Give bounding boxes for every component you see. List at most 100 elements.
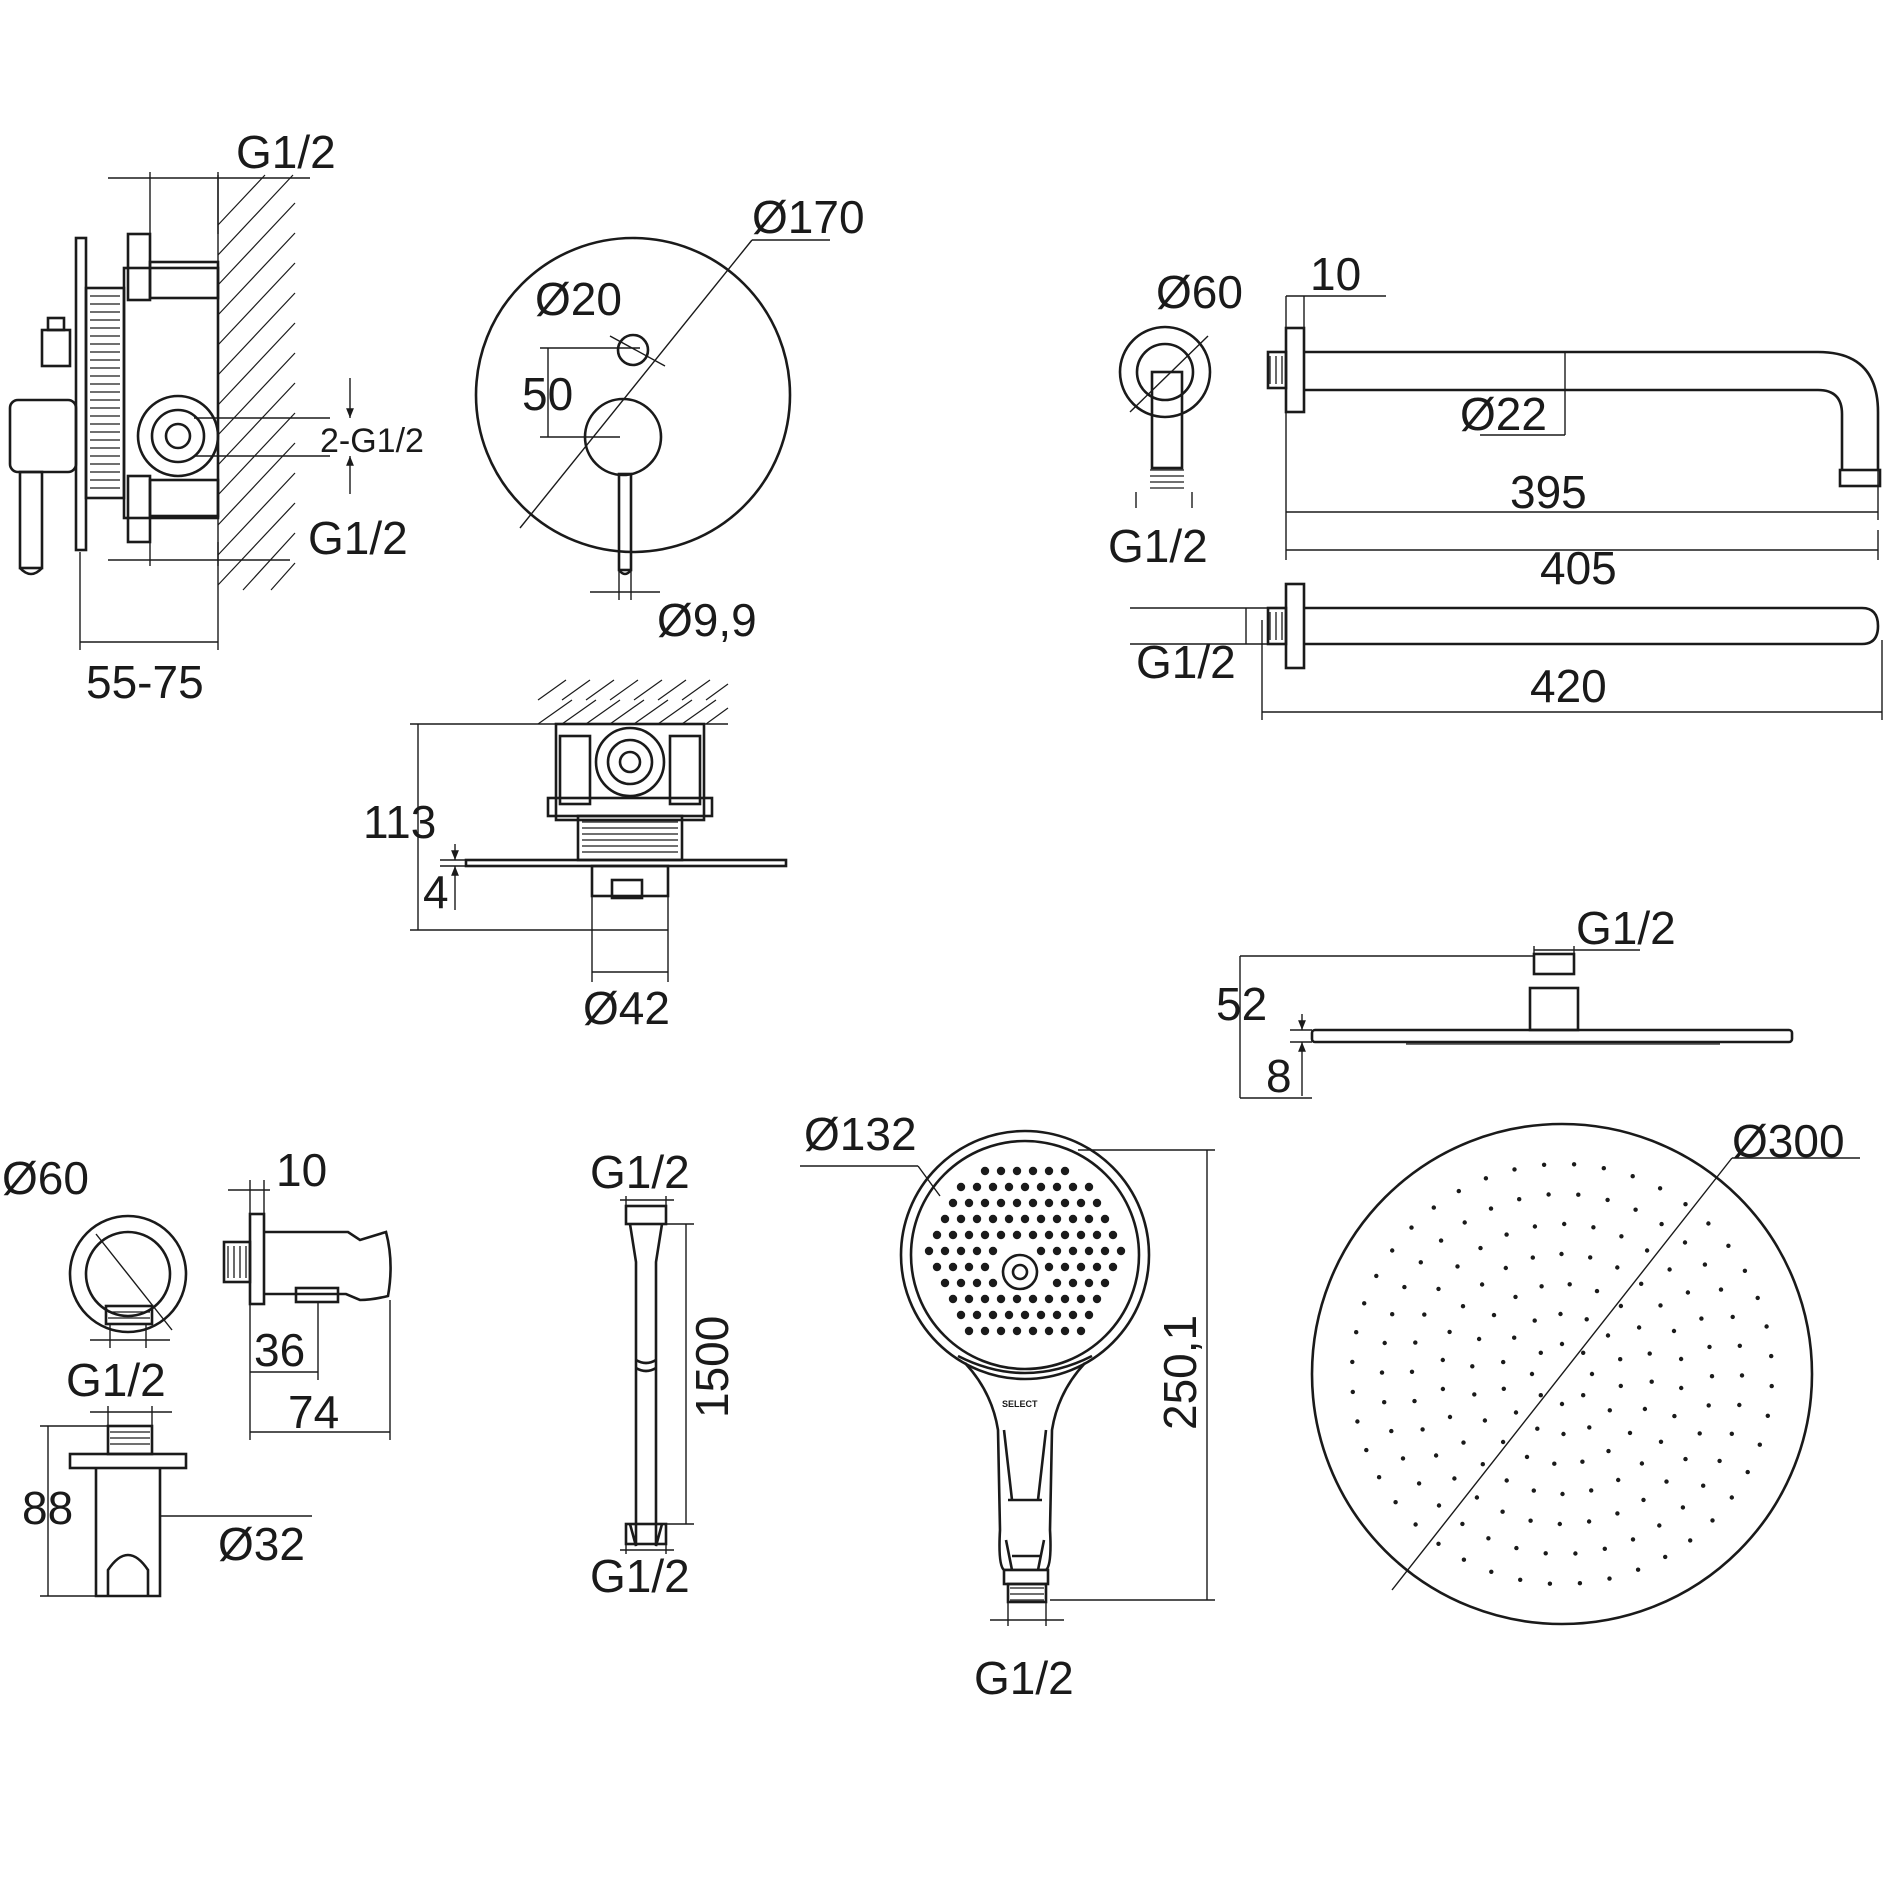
hand-nozzle [988,1278,998,1288]
head-nozzle [1535,1426,1540,1431]
head-nozzle [1350,1389,1356,1395]
hand-nozzle [972,1182,982,1192]
hand-nozzle [1092,1262,1102,1272]
head-nozzle [1461,1440,1466,1445]
hand-nozzle [1012,1198,1022,1208]
hand-nozzle [1052,1182,1062,1192]
hand-nozzle [1092,1294,1102,1304]
head-nozzle [1390,1312,1395,1317]
head-nozzle [1683,1202,1688,1207]
head-nozzle [1589,1488,1594,1493]
head-nozzle [1639,1281,1644,1287]
head-nozzle [1706,1221,1711,1226]
head-nozzle [1418,1260,1424,1265]
head-nozzle [1557,1521,1563,1527]
hand-nozzle [940,1246,950,1256]
head-nozzle [1616,1477,1621,1483]
head-nozzle [1602,1546,1608,1552]
hand-nozzle [996,1294,1006,1304]
head-nozzle [1559,1401,1565,1407]
hand-nozzle [956,1278,966,1288]
head-nozzle [1672,1413,1677,1419]
hand-nozzle [996,1166,1006,1176]
hand-nozzle [1076,1262,1086,1272]
hand-nozzle [964,1230,974,1240]
hand-nozzle [1020,1182,1030,1192]
hand-nozzle [988,1214,998,1224]
hand-nozzle [1068,1310,1078,1320]
plate-thickness-label: 4 [423,866,449,918]
head-nozzle [1605,1333,1611,1338]
hand-nozzle [948,1262,958,1272]
mixer-side-bottom-thread-label: G1/2 [308,512,408,564]
arm-tube-diameter-label: Ø22 [1460,388,1547,440]
head-nozzle [1769,1383,1774,1389]
head-nozzle [1420,1427,1425,1432]
head-nozzle [1678,1356,1684,1362]
hand-nozzle [1044,1166,1054,1176]
head-nozzle [1539,1284,1544,1289]
hand-nozzle [972,1246,982,1256]
hand-nozzle [996,1198,1006,1208]
arm-length-outer-label: 405 [1540,542,1617,594]
head-nozzle [1541,1162,1547,1168]
handle-diameter-label: Ø20 [535,273,622,325]
head-nozzle [1679,1385,1684,1391]
head-nozzle [1594,1288,1600,1294]
hand-nozzle [988,1182,998,1192]
head-nozzle [1512,1335,1517,1340]
head-thickness-label: 8 [1266,1050,1292,1102]
hand-nozzle [996,1230,1006,1240]
head-height-label: 52 [1216,978,1267,1030]
head-nozzle [1588,1255,1593,1260]
hand-nozzle [1036,1246,1046,1256]
head-nozzle [1480,1462,1486,1467]
head-nozzle [1376,1475,1382,1480]
head-nozzle [1571,1162,1577,1167]
hand-nozzle [1084,1246,1094,1256]
hand-nozzle [980,1166,990,1176]
head-nozzle [1605,1197,1610,1203]
hand-nozzle [1004,1182,1014,1192]
head-nozzle [1503,1265,1509,1271]
head-nozzle [1474,1495,1480,1500]
head-nozzle [1630,1174,1635,1179]
mixer-front-view: Ø170 Ø20 50 Ø9,9 [474,191,865,646]
head-nozzle [1680,1505,1686,1510]
head-nozzle [1514,1545,1519,1551]
hand-nozzle [1044,1198,1054,1208]
hand-nozzle [1084,1182,1094,1192]
hose-bottom-thread-label: G1/2 [590,1550,690,1602]
hand-nozzle [1020,1310,1030,1320]
hand-nozzle [1084,1310,1094,1320]
hand-nozzle [1092,1198,1102,1208]
head-nozzle [1431,1205,1437,1210]
hose-length-label: 1500 [686,1316,738,1418]
hand-nozzle [1044,1326,1054,1336]
head-nozzle [1618,1383,1624,1389]
head-nozzle [1409,1369,1415,1375]
hand-nozzle [980,1326,990,1336]
hand-nozzle [1012,1230,1022,1240]
head-nozzle [1436,1541,1441,1547]
hand-nozzle [1060,1230,1070,1240]
hand-nozzle [980,1230,990,1240]
head-nozzle [1607,1576,1612,1581]
hand-nozzle [1044,1262,1054,1272]
head-diameter-label: Ø300 [1732,1115,1845,1167]
head-nozzle [1641,1497,1646,1503]
head-nozzle [1409,1225,1414,1230]
hand-nozzle [972,1310,982,1320]
hand-nozzle [1068,1246,1078,1256]
plate-diameter-label: Ø170 [752,191,865,243]
hand-shower-nozzle-pattern [924,1166,1126,1336]
shower-head-front-view: Ø300 [1310,1115,1860,1626]
head-nozzle [1455,1264,1460,1269]
hand-nozzle [1028,1198,1038,1208]
head-nozzle [1636,1325,1642,1330]
hand-nozzle [1012,1326,1022,1336]
head-nozzle [1755,1295,1760,1301]
hand-nozzle [980,1198,990,1208]
head-nozzle [1742,1268,1748,1274]
holder-depth-label: 10 [276,1144,327,1196]
